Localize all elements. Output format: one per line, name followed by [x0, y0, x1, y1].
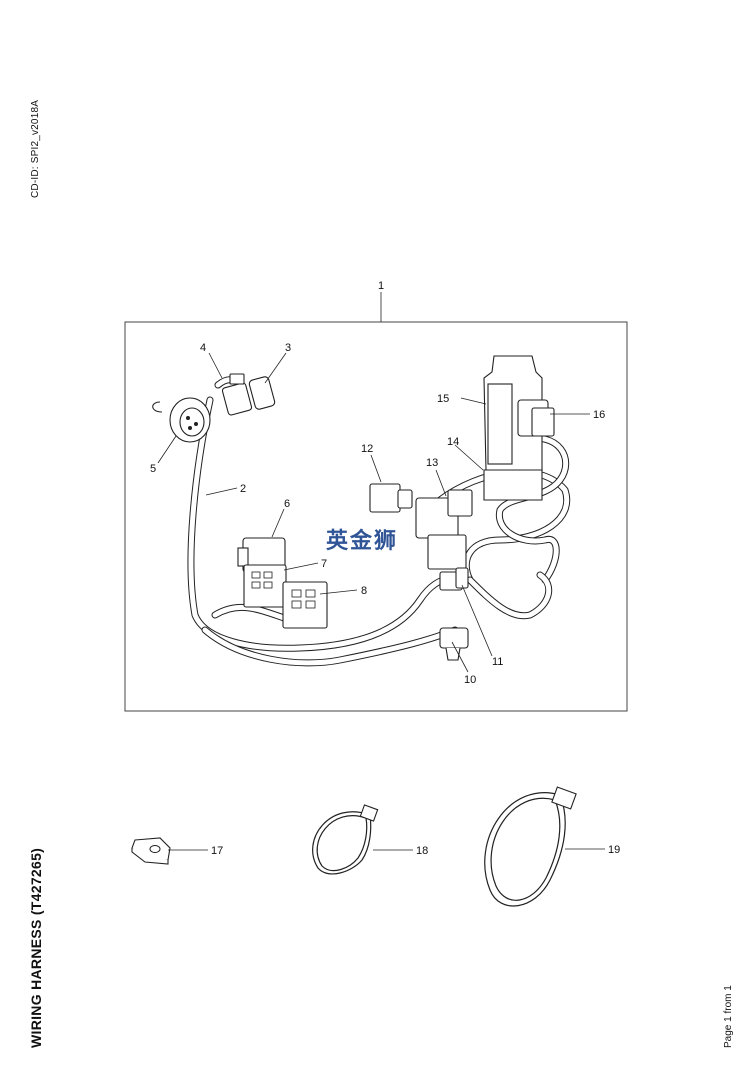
connector-11 — [439, 567, 469, 591]
cable-tie-18 — [312, 804, 379, 875]
relay-block-8 — [282, 581, 328, 629]
callout-14: 14 — [447, 436, 459, 448]
harness-wires — [187, 376, 571, 667]
connector-12 — [369, 483, 413, 513]
relay-block-7 — [243, 564, 287, 608]
watermark: 英金狮 — [326, 528, 398, 554]
connector-10 — [439, 627, 469, 661]
callout-17: 17 — [211, 845, 223, 857]
callout-10: 10 — [464, 674, 476, 686]
callout-16: 16 — [593, 409, 605, 421]
leader-lines — [157, 352, 605, 851]
callout-6: 6 — [284, 498, 290, 510]
round-connector-5 — [152, 397, 211, 443]
callout-3: 3 — [285, 342, 291, 354]
clip-17 — [131, 837, 171, 865]
callout-1: 1 — [378, 280, 384, 292]
cable-tie-19 — [484, 786, 577, 907]
callout-4: 4 — [200, 342, 206, 354]
callout-2: 2 — [240, 483, 246, 495]
connector-13 — [415, 489, 473, 570]
callout-18: 18 — [416, 845, 428, 857]
callout-7: 7 — [321, 558, 327, 570]
callout-8: 8 — [361, 585, 367, 597]
callout-19: 19 — [608, 844, 620, 856]
harness-frame — [124, 321, 628, 712]
callout-13: 13 — [426, 457, 438, 469]
callout-5: 5 — [150, 463, 156, 475]
housing-15 — [483, 355, 543, 501]
callout-12: 12 — [361, 443, 373, 455]
callout-15: 15 — [437, 393, 449, 405]
connector-16 — [517, 399, 555, 437]
callout-11: 11 — [492, 656, 503, 668]
connector-3-4 — [221, 373, 276, 416]
relay-block-6 — [237, 537, 286, 573]
